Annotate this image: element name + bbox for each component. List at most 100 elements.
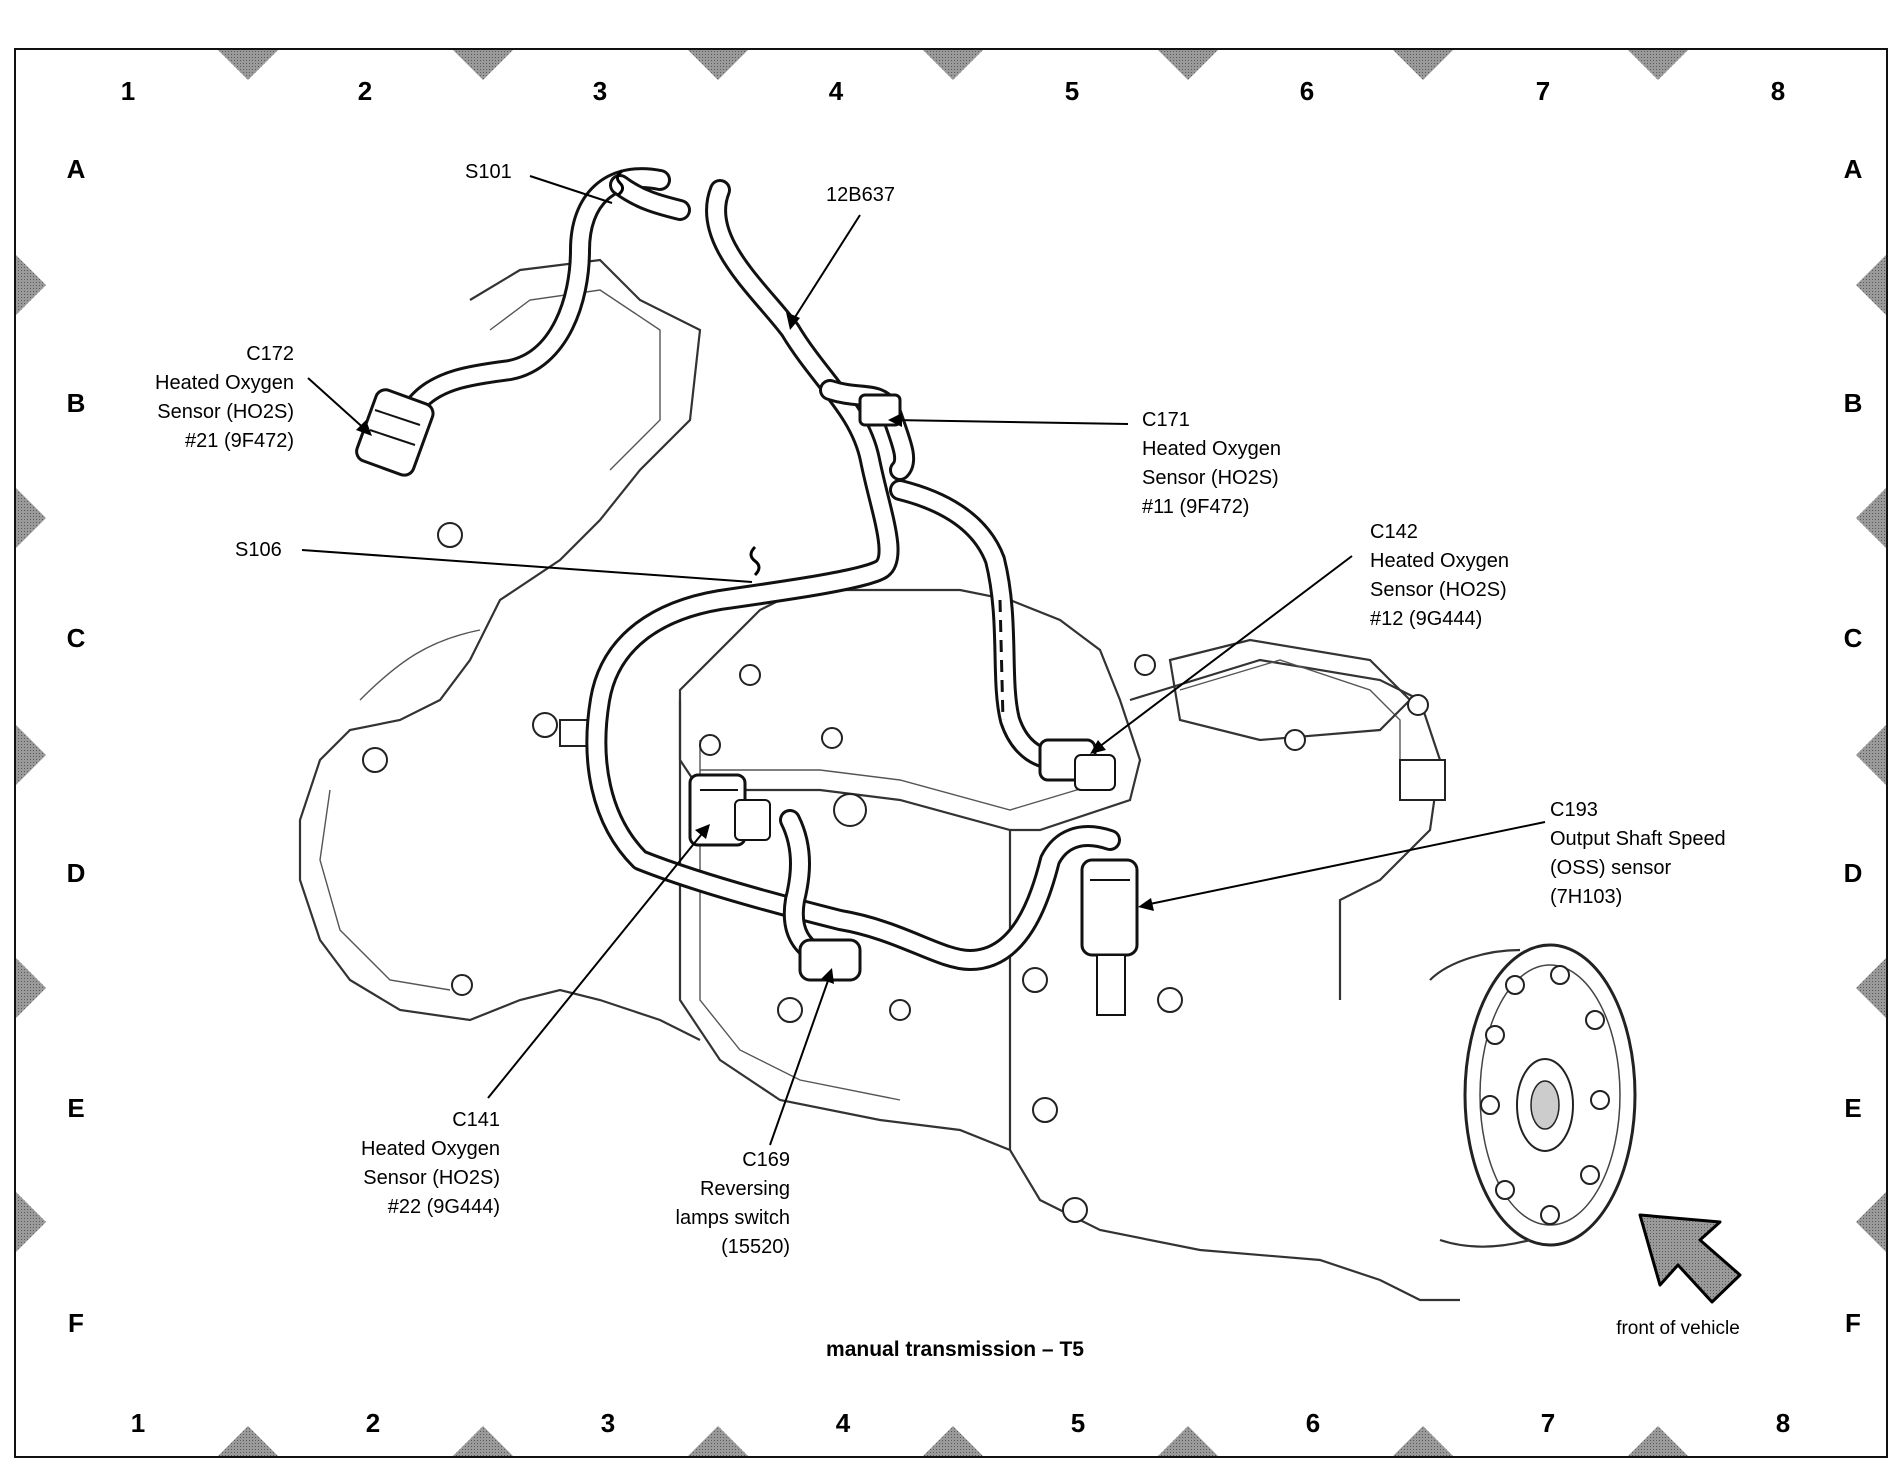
- grid-marker-right-3: [1856, 958, 1886, 1018]
- callout-s101-line-0: S101: [465, 161, 512, 183]
- grid-marker-left-3: [16, 958, 46, 1018]
- callout-harness_12b637-line-0: 12B637: [826, 184, 895, 206]
- grid-row-label-C-left: C: [67, 623, 86, 653]
- grid-marker-left-1: [16, 488, 46, 548]
- grid-marker-right-1: [1856, 488, 1886, 548]
- grid-marker-right-0: [1856, 255, 1886, 315]
- grid-marker-top-2: [688, 50, 748, 80]
- grid-marker-right-4: [1856, 1192, 1886, 1252]
- grid-marker-top-0: [218, 50, 278, 80]
- callout-c142-line-0: C142: [1370, 521, 1418, 543]
- callout-c171-line-0: C171: [1142, 409, 1190, 431]
- callout-c171-line-1: Heated Oxygen: [1142, 438, 1281, 460]
- grid-column-label-7-top: 7: [1536, 76, 1550, 106]
- leader-lines: [301, 175, 1546, 1146]
- callout-c172-line-0: C172: [246, 343, 294, 365]
- grid-markers: [16, 50, 1886, 1456]
- callout-c169-line-3: (15520): [721, 1236, 790, 1258]
- callout-c171-line-3: #11 (9F472): [1142, 496, 1249, 518]
- connector-c172[interactable]: [354, 387, 436, 478]
- grid-marker-right-2: [1856, 725, 1886, 785]
- grid-column-label-1-bottom: 1: [131, 1408, 145, 1438]
- connector-c171[interactable]: [858, 393, 902, 427]
- grid-column-label-4-top: 4: [829, 76, 844, 106]
- grid-column-label-6-top: 6: [1300, 76, 1314, 106]
- grid-row-label-E-right: E: [1844, 1093, 1861, 1123]
- callout-c169-line-0: C169: [742, 1149, 790, 1171]
- grid-row-label-D-left: D: [67, 858, 86, 888]
- grid-row-label-F-right: F: [1845, 1308, 1861, 1338]
- callout-c141-line-2: Sensor (HO2S): [363, 1167, 500, 1189]
- callout-c193-line-1: Output Shaft Speed: [1550, 828, 1726, 850]
- grid-marker-bottom-4: [1158, 1426, 1218, 1456]
- grid-column-label-8-bottom: 8: [1776, 1408, 1790, 1438]
- callout-s106: S106: [235, 539, 282, 561]
- grid-column-label-5-top: 5: [1065, 76, 1079, 106]
- grid-row-label-A-right: A: [1844, 154, 1863, 184]
- grid-marker-left-4: [16, 1192, 46, 1252]
- callout-s106-line-0: S106: [235, 539, 282, 561]
- callout-c141-line-0: C141: [452, 1109, 500, 1131]
- grid-column-label-5-bottom: 5: [1071, 1408, 1085, 1438]
- diagram-caption: manual transmission – T5: [826, 1338, 1084, 1361]
- grid-marker-bottom-0: [218, 1426, 278, 1456]
- callout-s101: S101: [465, 161, 512, 183]
- grid-column-label-7-bottom: 7: [1541, 1408, 1555, 1438]
- grid-marker-top-4: [1158, 50, 1218, 80]
- transmission-illustration: [298, 258, 1637, 1302]
- grid-marker-bottom-5: [1393, 1426, 1453, 1456]
- grid-row-label-C-right: C: [1844, 623, 1863, 653]
- callout-c142-line-1: Heated Oxygen: [1370, 550, 1509, 572]
- grid-marker-bottom-1: [453, 1426, 513, 1456]
- connector-c193[interactable]: [1080, 858, 1139, 1016]
- callout-c141-line-1: Heated Oxygen: [361, 1138, 500, 1160]
- callout-c193-line-2: (OSS) sensor: [1550, 857, 1671, 879]
- grid-marker-bottom-3: [923, 1426, 983, 1456]
- callout-c169-line-1: Reversing: [700, 1178, 790, 1200]
- orientation-label: front of vehicle: [1616, 1318, 1740, 1339]
- grid-marker-left-0: [16, 255, 46, 315]
- callout-c172-line-1: Heated Oxygen: [155, 372, 294, 394]
- grid-column-label-3-bottom: 3: [601, 1408, 615, 1438]
- callout-c169-line-2: lamps switch: [676, 1207, 790, 1229]
- callout-c171-line-2: Sensor (HO2S): [1142, 467, 1279, 489]
- grid-marker-bottom-2: [688, 1426, 748, 1456]
- grid-column-label-2-top: 2: [358, 76, 372, 106]
- grid-column-label-1-top: 1: [121, 76, 135, 106]
- callout-c141-line-3: #22 (9G444): [388, 1196, 500, 1218]
- grid-column-label-4-bottom: 4: [836, 1408, 851, 1438]
- grid-row-label-B-right: B: [1844, 388, 1863, 418]
- connectors: [354, 387, 1139, 1016]
- connector-c142[interactable]: [1038, 738, 1116, 791]
- grid-row-label-B-left: B: [67, 388, 86, 418]
- diagram-frame: [14, 48, 1888, 1458]
- grid-marker-left-2: [16, 725, 46, 785]
- callout-c172-line-2: Sensor (HO2S): [157, 401, 294, 423]
- grid-row-label-A-left: A: [67, 154, 86, 184]
- grid-column-label-2-bottom: 2: [366, 1408, 380, 1438]
- grid-row-label-F-left: F: [68, 1308, 84, 1338]
- grid-row-label-D-right: D: [1844, 858, 1863, 888]
- grid-marker-top-5: [1393, 50, 1453, 80]
- callout-c193-line-0: C193: [1550, 799, 1598, 821]
- grid-column-label-6-bottom: 6: [1306, 1408, 1320, 1438]
- front-arrow-icon: [1638, 1213, 1742, 1304]
- grid-marker-bottom-6: [1628, 1426, 1688, 1456]
- grid-marker-top-6: [1628, 50, 1688, 80]
- grid-marker-top-3: [923, 50, 983, 80]
- callout-c142-line-3: #12 (9G444): [1370, 608, 1482, 630]
- wiring-harness-12b637: [384, 167, 1121, 971]
- callout-c193-line-3: (7H103): [1550, 886, 1622, 908]
- grid-marker-top-1: [453, 50, 513, 80]
- grid-row-label-E-left: E: [67, 1093, 84, 1123]
- callout-c142-line-2: Sensor (HO2S): [1370, 579, 1507, 601]
